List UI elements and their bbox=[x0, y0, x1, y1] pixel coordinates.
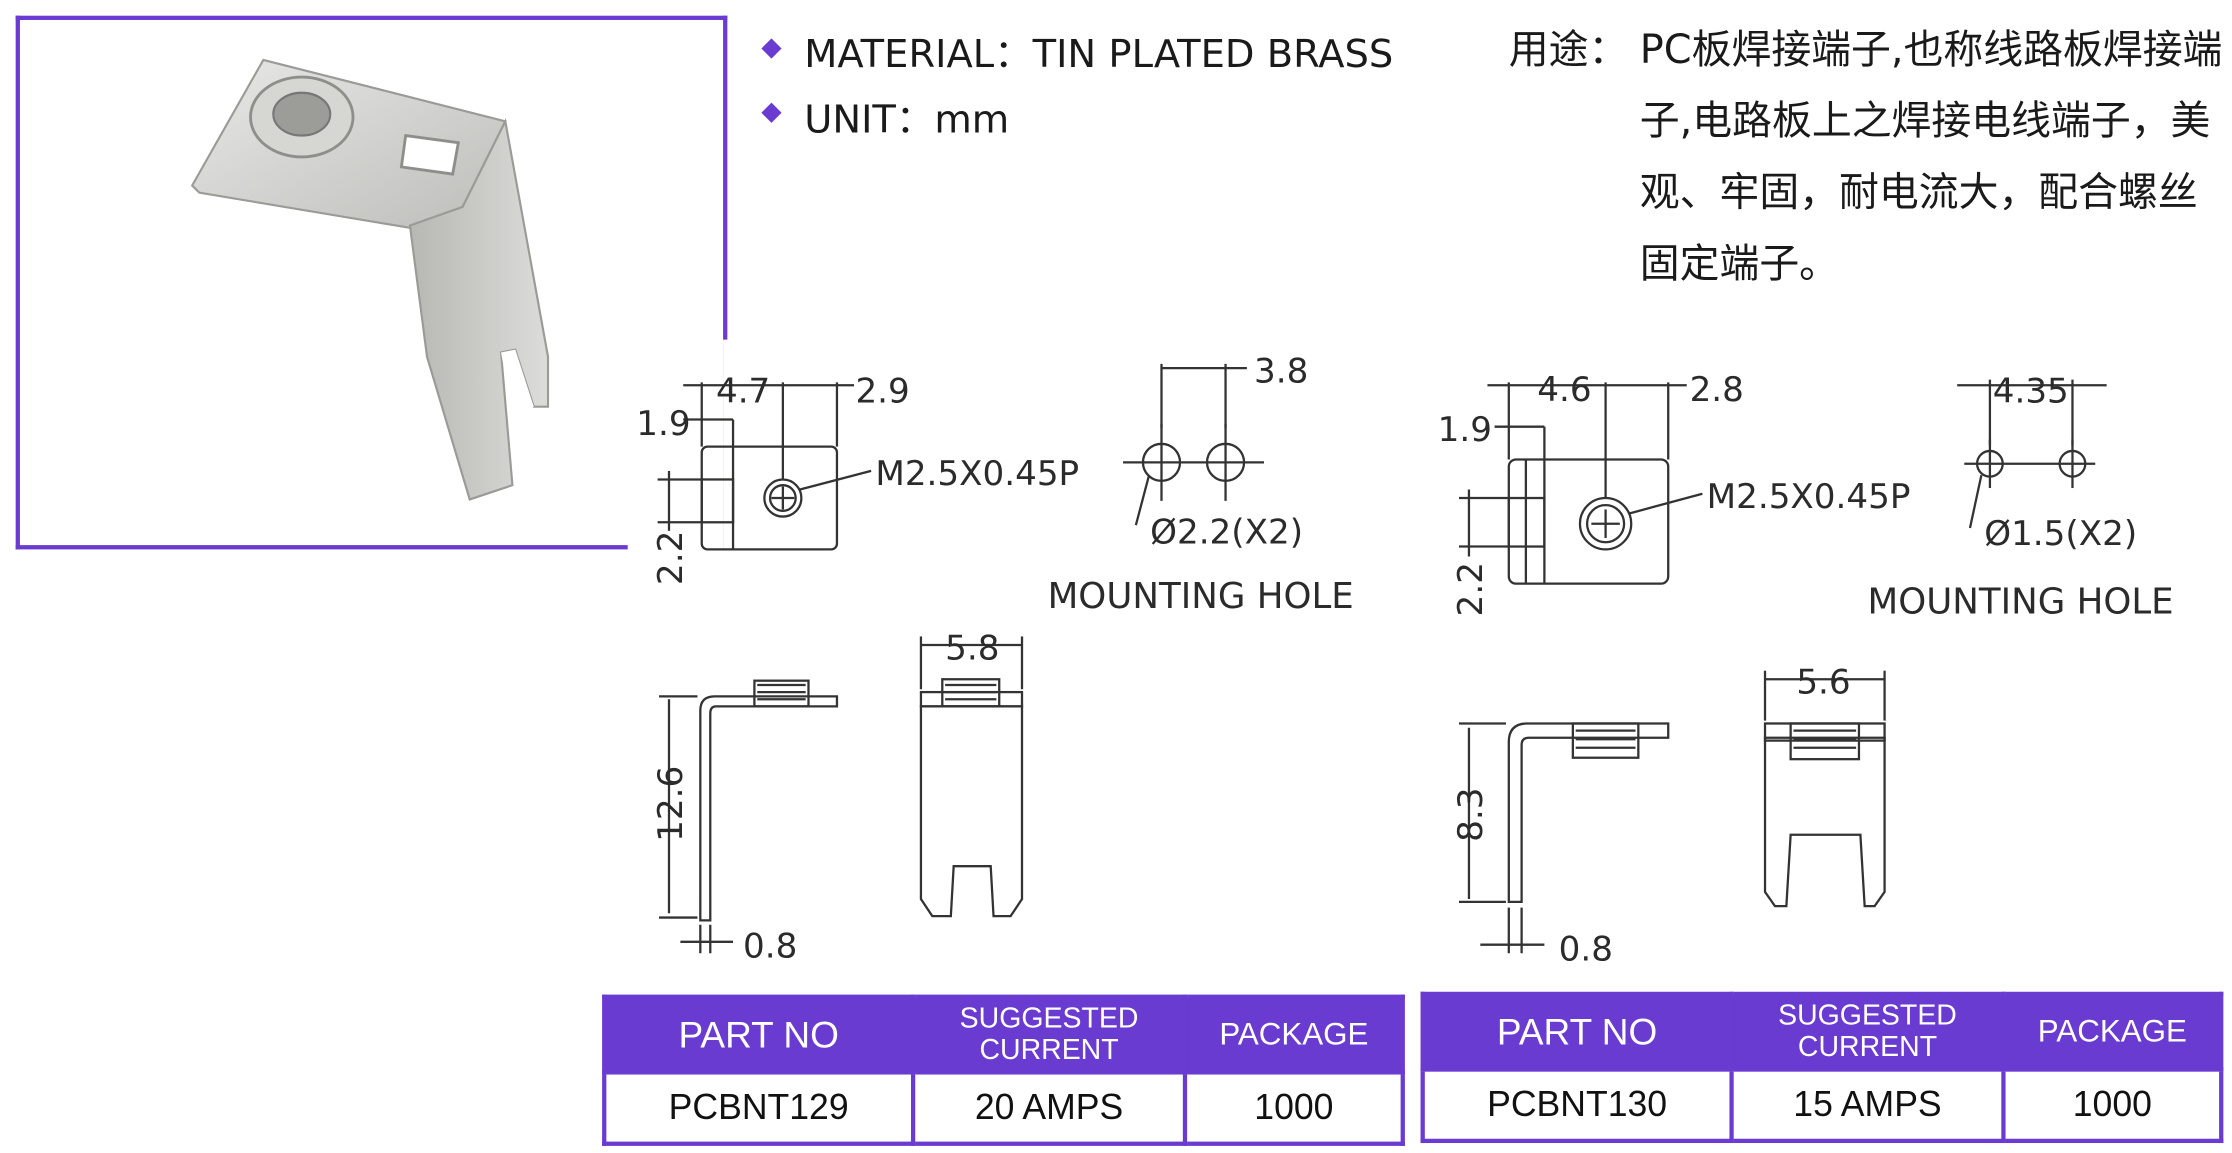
header-part-no: PART NO bbox=[602, 994, 916, 1075]
right-front-view bbox=[1763, 670, 1886, 908]
terminal-photo bbox=[190, 58, 550, 501]
right-thread-label: M2.5X0.45P bbox=[1707, 477, 1911, 517]
unit-spec: UNIT：mm bbox=[804, 98, 1010, 143]
cell-part-no: PCBNT130 bbox=[1420, 1067, 1734, 1144]
left-hole-diameter: Ø2.2(X2) bbox=[1150, 513, 1303, 553]
header-suggested-current: SUGGESTED CURRENT bbox=[910, 994, 1188, 1075]
cell-package: 1000 bbox=[2001, 1067, 2224, 1144]
header-suggested-current: SUGGESTED CURRENT bbox=[1729, 991, 2006, 1072]
header-part-no: PART NO bbox=[1420, 991, 1734, 1072]
left-hole-spacing: 3.8 bbox=[1254, 351, 1308, 391]
right-mounting-label: MOUNTING HOLE bbox=[1868, 582, 2174, 623]
left-dim-3: 2.9 bbox=[855, 371, 909, 411]
right-hole-diameter: Ø1.5(X2) bbox=[1984, 514, 2137, 554]
usage-label: 用途： bbox=[1508, 25, 1629, 73]
technical-drawings: 1.9 4.7 2.9 2.2 M2.5X0.45P 3.8 Ø2.2(X2) … bbox=[636, 351, 2174, 969]
right-dim-1: 1.9 bbox=[1438, 410, 1492, 450]
right-hole-spacing: 4.35 bbox=[1993, 371, 2069, 411]
left-dim-4: 2.2 bbox=[651, 531, 691, 585]
right-top-view bbox=[1458, 379, 2107, 585]
usage-text: PC板焊接端子,也称线路板焊接端子,电路板上之焊接电线端子，美观、牢固，耐电流大… bbox=[1639, 25, 2223, 287]
cell-current: 15 AMPS bbox=[1729, 1067, 2006, 1144]
material-spec: MATERIAL：TIN PLATED BRASS bbox=[804, 32, 1394, 78]
left-mounting-label: MOUNTING HOLE bbox=[1048, 576, 1354, 617]
right-thickness: 0.8 bbox=[1559, 929, 1613, 969]
left-front-view bbox=[919, 636, 1024, 918]
left-dim-1: 1.9 bbox=[636, 404, 690, 444]
left-width: 5.8 bbox=[945, 628, 999, 668]
cell-current: 20 AMPS bbox=[910, 1070, 1188, 1146]
right-width: 5.6 bbox=[1796, 662, 1850, 702]
header-package: PACKAGE bbox=[1182, 994, 1405, 1075]
left-top-view bbox=[657, 363, 1264, 551]
right-dim-4: 2.2 bbox=[1451, 562, 1491, 616]
left-thread-label: M2.5X0.45P bbox=[875, 454, 1079, 494]
cell-part-no: PCBNT129 bbox=[602, 1070, 916, 1146]
part-table-1: PART NO SUGGESTED CURRENT PACKAGE PCBNT1… bbox=[602, 994, 1405, 1146]
left-side-view bbox=[659, 679, 839, 954]
product-photo-frame bbox=[15, 15, 728, 550]
left-dim-2: 4.7 bbox=[716, 371, 770, 411]
left-thickness: 0.8 bbox=[743, 926, 797, 966]
right-dim-3: 2.8 bbox=[1690, 370, 1744, 410]
right-dim-2: 4.6 bbox=[1537, 370, 1591, 410]
header-package: PACKAGE bbox=[2001, 991, 2224, 1072]
right-side-view bbox=[1458, 722, 1670, 954]
cell-package: 1000 bbox=[1182, 1070, 1405, 1146]
left-height: 12.6 bbox=[651, 766, 691, 842]
photo-frame-bottom-border bbox=[15, 545, 628, 550]
part-table-2: PART NO SUGGESTED CURRENT PACKAGE PCBNT1… bbox=[1420, 991, 2224, 1144]
right-height: 8.3 bbox=[1451, 787, 1491, 841]
